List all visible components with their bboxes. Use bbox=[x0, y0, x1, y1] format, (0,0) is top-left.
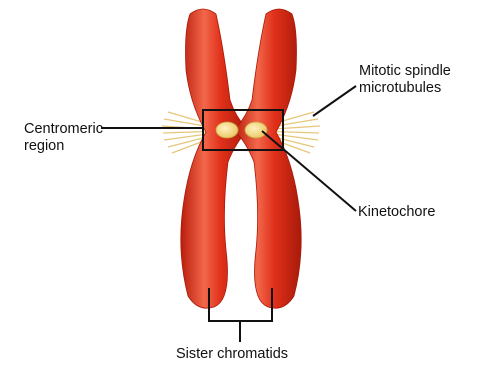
right-kinetochore bbox=[245, 122, 267, 138]
right-chromatid bbox=[234, 9, 301, 308]
mitotic-spindle-label-line1: Mitotic spindle bbox=[359, 63, 451, 80]
mitotic-spindle-label: Mitotic spindle microtubules bbox=[359, 63, 451, 97]
spindle-leader-line bbox=[313, 86, 356, 116]
centromeric-region-label-line2: region bbox=[24, 138, 103, 155]
left-chromatid bbox=[181, 9, 248, 308]
centromeric-region-label: Centromeric region bbox=[24, 121, 103, 155]
sister-chromatids-label: Sister chromatids bbox=[176, 346, 288, 363]
left-kinetochore bbox=[216, 122, 238, 138]
mitotic-spindle-label-line2: microtubules bbox=[359, 80, 451, 97]
kinetochore-label: Kinetochore bbox=[358, 204, 435, 221]
centromeric-region-label-line1: Centromeric bbox=[24, 121, 103, 138]
